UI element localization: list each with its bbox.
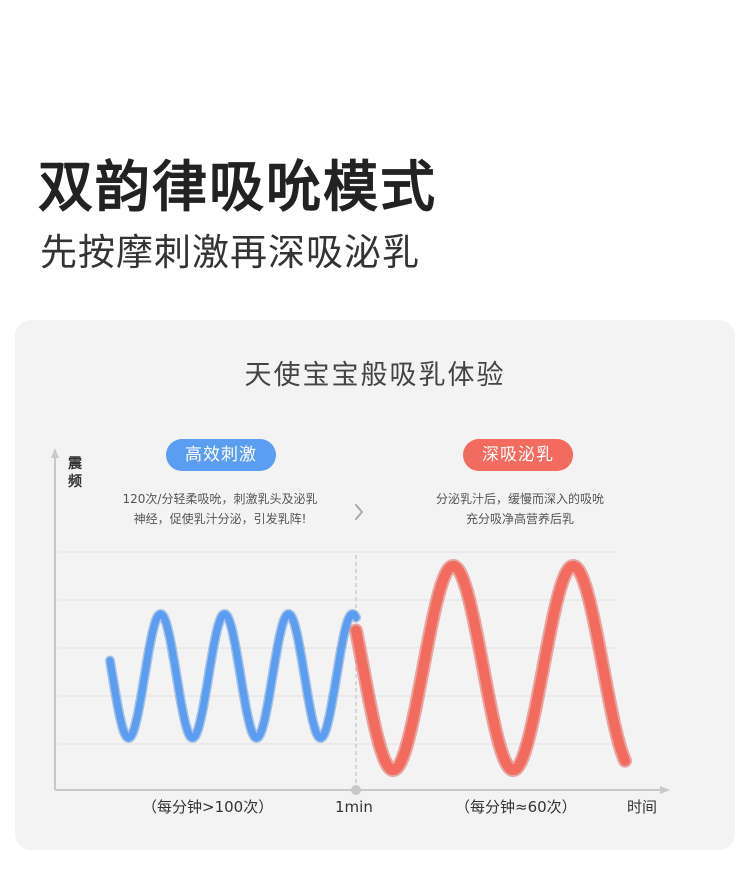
x-axis-label-time: 时间 bbox=[627, 798, 658, 816]
x-label-stimulation-rate: （每分钟>100次） bbox=[142, 798, 274, 816]
expression-description: 分泌乳汁后，缓慢而深入的吸吮 充分吸净高营养后乳 bbox=[400, 489, 640, 529]
page-title: 双韵律吸吮模式 bbox=[38, 155, 438, 219]
x-axis-arrow bbox=[660, 786, 670, 794]
y-axis-arrow bbox=[51, 448, 59, 458]
one-minute-marker bbox=[351, 785, 361, 795]
y-axis-label: 震频 bbox=[68, 456, 82, 490]
stimulation-description: 120次/分轻柔吸吮，刺激乳头及泌乳 神经，促使乳汁分泌，引发乳阵! bbox=[100, 489, 340, 529]
x-label-expression-rate: （每分钟≈60次） bbox=[455, 798, 577, 816]
stimulation-pill: 高效刺激 bbox=[166, 439, 276, 471]
chevron-right-icon bbox=[355, 504, 363, 520]
expression-desc-line: 充分吸净高营养后乳 bbox=[465, 512, 574, 526]
expression-desc-line: 分泌乳汁后，缓慢而深入的吸吮 bbox=[435, 492, 604, 506]
chart-panel bbox=[15, 320, 735, 850]
stimulation-wave bbox=[106, 610, 360, 742]
stimulation-desc-line: 神经，促使乳汁分泌，引发乳阵! bbox=[133, 512, 307, 526]
x-label-one-minute: 1min bbox=[335, 798, 373, 816]
expression-pill: 深吸泌乳 bbox=[463, 439, 573, 471]
expression-wave bbox=[351, 561, 630, 775]
panel-title: 天使宝宝般吸乳体验 bbox=[244, 360, 506, 391]
stimulation-desc-line: 120次/分轻柔吸吮，刺激乳头及泌乳 bbox=[122, 492, 318, 506]
page-subtitle: 先按摩刺激再深吸泌乳 bbox=[40, 231, 420, 274]
